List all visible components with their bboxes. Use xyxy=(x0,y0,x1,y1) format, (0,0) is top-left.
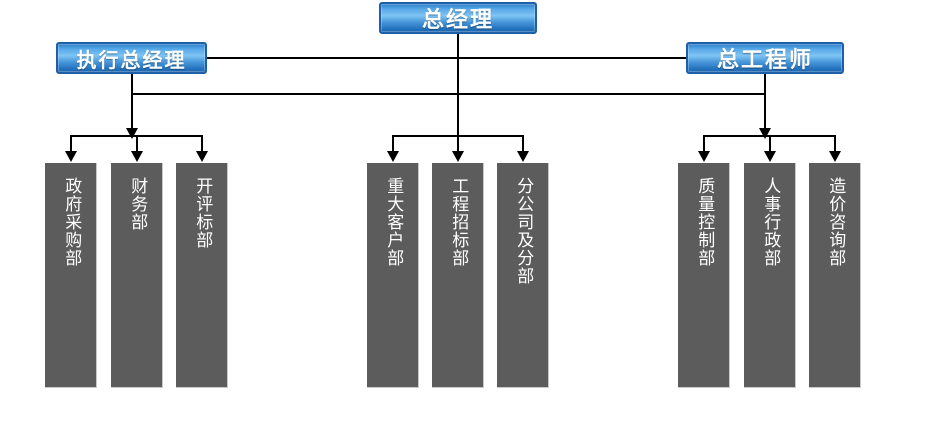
dept-key-accounts-label: 重大客户部 xyxy=(383,177,404,267)
connector-left-branch-2 xyxy=(136,135,138,159)
dept-quality-control-label: 质量控制部 xyxy=(694,177,715,267)
dept-engineering-tendering[interactable]: 工程招标部 xyxy=(432,163,484,388)
connector-chief-engineer-drop xyxy=(764,74,766,136)
connector-middle-branch-1 xyxy=(392,135,394,159)
node-executive-general-manager-label: 执行总经理 xyxy=(76,47,187,72)
dept-hr-administration[interactable]: 人事行政部 xyxy=(744,163,796,388)
dept-cost-consulting-label: 造价咨询部 xyxy=(825,177,846,267)
dept-hr-administration-label: 人事行政部 xyxy=(760,177,781,267)
connector-left-arrow-3 xyxy=(196,151,208,162)
node-chief-engineer[interactable]: 总工程师 xyxy=(686,42,844,74)
connector-middle-branch-2 xyxy=(457,135,459,159)
dept-bid-opening-evaluation[interactable]: 开评标部 xyxy=(176,163,228,388)
connector-gm-trunk xyxy=(457,34,459,136)
connector-middle-arrow-2 xyxy=(452,151,464,162)
connector-chief-engineer-arrow xyxy=(759,128,771,139)
connector-right-branch-2 xyxy=(769,135,771,159)
dept-engineering-tendering-label: 工程招标部 xyxy=(448,177,469,267)
dept-branch-companies-label: 分公司及分部 xyxy=(513,177,534,285)
dept-branch-companies[interactable]: 分公司及分部 xyxy=(497,163,549,388)
connector-left-branch-1 xyxy=(70,135,72,159)
dept-cost-consulting[interactable]: 造价咨询部 xyxy=(809,163,861,388)
node-chief-engineer-label: 总工程师 xyxy=(716,48,813,73)
node-general-manager-label: 总经理 xyxy=(421,8,494,33)
connector-right-arrow-3 xyxy=(829,151,841,162)
node-executive-general-manager[interactable]: 执行总经理 xyxy=(56,42,207,74)
connector-right-branch-3 xyxy=(834,135,836,159)
dept-finance-label: 财务部 xyxy=(127,177,148,231)
connector-right-arrow-1 xyxy=(698,151,710,162)
connector-right-branch-1 xyxy=(703,135,705,159)
dept-government-procurement-label: 政府采购部 xyxy=(61,177,82,267)
dept-government-procurement[interactable]: 政府采购部 xyxy=(45,163,97,388)
node-general-manager[interactable]: 总经理 xyxy=(379,2,537,34)
dept-quality-control[interactable]: 质量控制部 xyxy=(678,163,730,388)
connector-middle-arrow-3 xyxy=(517,151,529,162)
connector-exec-gm-arrow xyxy=(126,128,138,139)
connector-right-arrow-2 xyxy=(764,151,776,162)
connector-wide-cross-bar xyxy=(131,93,766,95)
connector-left-arrow-1 xyxy=(65,151,77,162)
connector-left-arrow-2 xyxy=(131,151,143,162)
connector-middle-branch-3 xyxy=(522,135,524,159)
dept-finance[interactable]: 财务部 xyxy=(111,163,163,388)
connector-middle-arrow-1 xyxy=(387,151,399,162)
dept-bid-opening-evaluation-label: 开评标部 xyxy=(192,177,213,249)
connector-left-branch-3 xyxy=(201,135,203,159)
connector-tier2-tie-bar xyxy=(207,57,686,59)
connector-exec-gm-drop xyxy=(131,74,133,136)
dept-key-accounts[interactable]: 重大客户部 xyxy=(367,163,419,388)
